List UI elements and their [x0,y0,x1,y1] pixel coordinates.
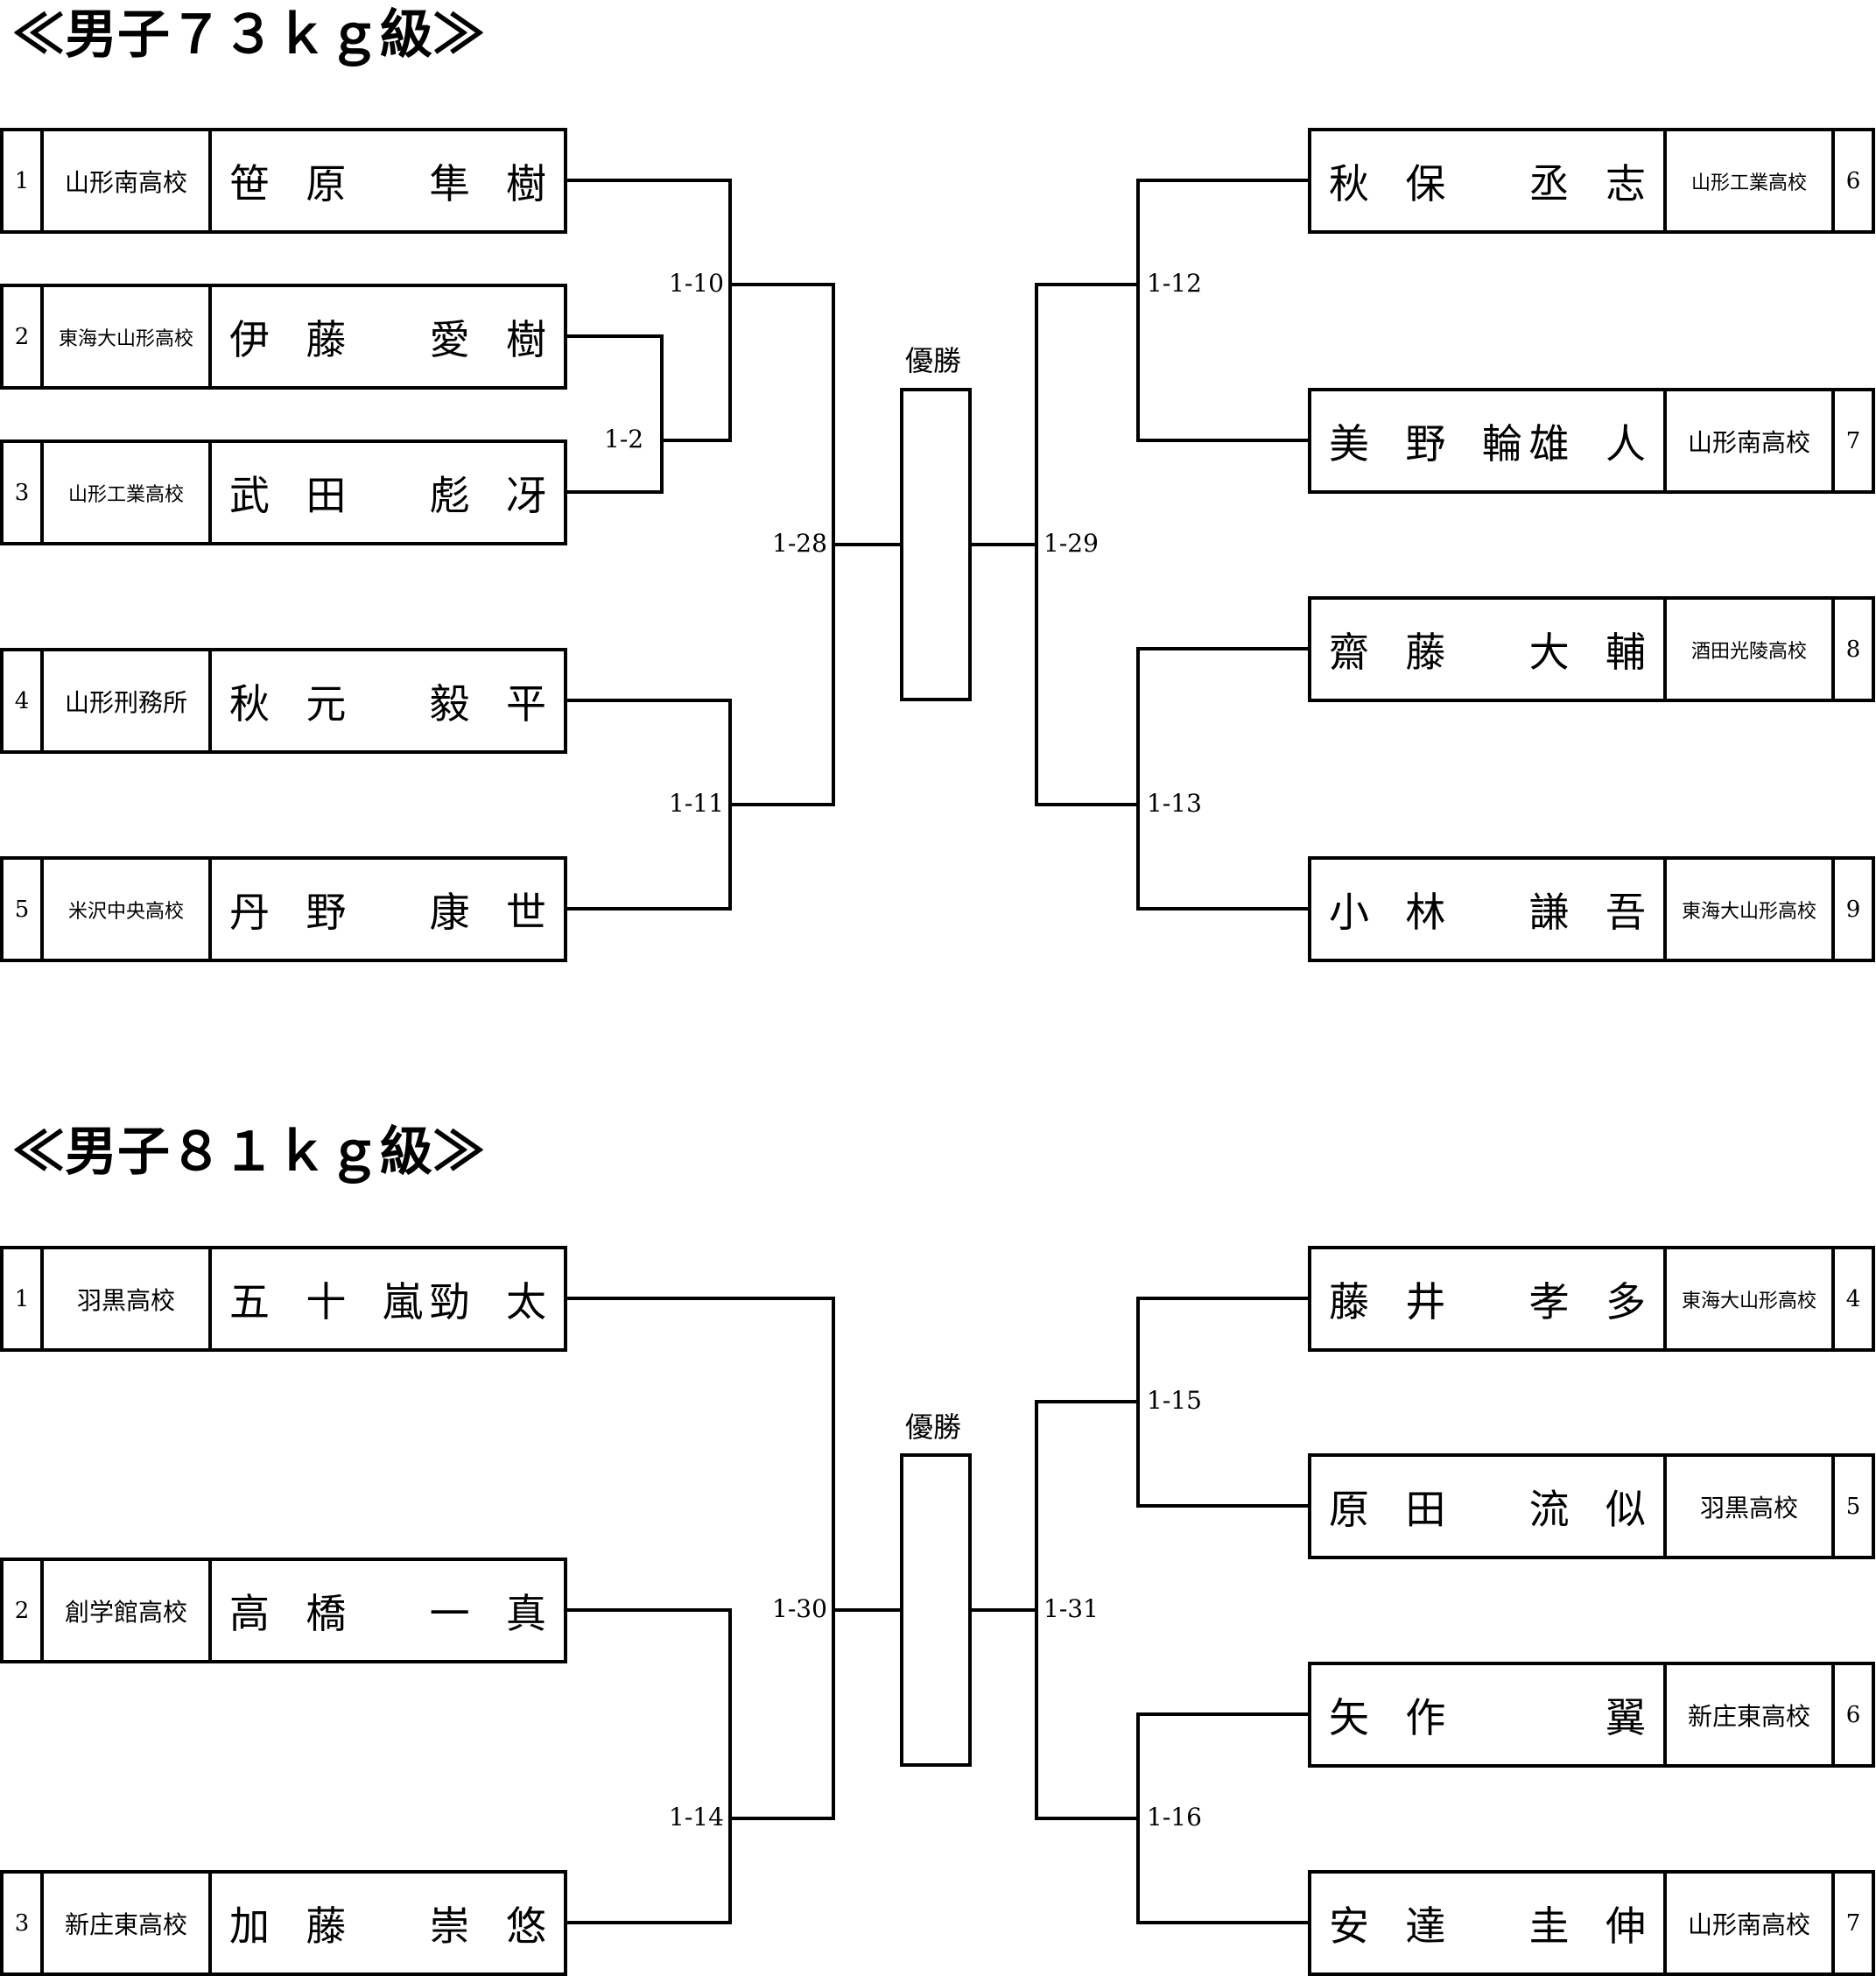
school-name: 山形南高校 [1687,427,1810,457]
entry-right-7: 美野輪雄人 山形南高校 7 [1308,388,1875,494]
line-1-14 [566,1608,732,1924]
line-1-2 [566,334,664,494]
school-name: 山形南高校 [64,167,187,197]
bracket-title-81kg: ≪男子８１ｋｇ級≫ [12,1122,485,1183]
entry-left-1: 1 山形南高校 笹原隼樹 [0,128,567,234]
seed-number: 7 [1845,1909,1861,1937]
match-label: 1-15 [1147,1386,1202,1415]
entry-left-2: 2 創学館高校 高橋一真 [0,1558,567,1663]
athlete-name: 高橋一真 [229,1589,583,1637]
athlete-name: 秋元毅平 [229,679,583,728]
school-name: 東海大山形高校 [1681,1290,1816,1312]
winner-box [900,1453,972,1767]
seed-number: 5 [1845,1493,1861,1520]
entry-right-5: 原田流似 羽黒高校 5 [1308,1453,1875,1559]
school-name: 米沢中央高校 [67,900,184,923]
seed-number: 5 [14,896,30,923]
school-name: 酒田光陵高校 [1690,640,1807,663]
athlete-name: 武田彪冴 [229,471,583,519]
match-label: 1-28 [772,529,827,558]
entry-right-9: 小林謙吾 東海大山形高校 9 [1308,856,1875,962]
line-1-12 [1136,179,1308,442]
winner-box [900,388,972,701]
seed-number: 6 [1845,1701,1861,1728]
entry-right-7: 安達圭伸 山形南高校 7 [1308,1870,1875,1976]
seed-number: 3 [14,479,30,506]
athlete-name: 矢作翼 [1329,1693,1683,1741]
bracket-title-73kg: ≪男子７３ｋｇ級≫ [12,4,485,66]
athlete-name: 五十嵐勁太 [229,1277,583,1326]
entry-left-1: 1 羽黒高校 五十嵐勁太 [0,1246,567,1352]
match-label: 1-12 [1147,269,1202,298]
athlete-name: 藤井孝多 [1329,1277,1683,1326]
school-name: 山形工業高校 [67,483,184,506]
school-name: 東海大山形高校 [1681,900,1816,923]
athlete-name: 小林謙吾 [1329,888,1683,936]
line-1-30 [566,1297,835,1820]
seed-number: 7 [1845,427,1861,454]
athlete-name: 笹原隼樹 [229,159,583,207]
entry-right-6: 秋保丞志 山形工業高校 6 [1308,128,1875,234]
match-label: 1-10 [669,269,724,298]
athlete-name: 齋藤大輔 [1329,628,1683,676]
athlete-name: 安達圭伸 [1329,1902,1683,1950]
seed-number: 4 [14,687,30,714]
seed-number: 4 [1845,1285,1861,1312]
school-name: 新庄東高校 [64,1909,187,1939]
entry-right-6: 矢作翼 新庄東高校 6 [1308,1662,1875,1768]
entry-left-5: 5 米沢中央高校 丹野康世 [0,856,567,962]
athlete-name: 秋保丞志 [1329,159,1683,207]
entry-left-3: 3 山形工業高校 武田彪冴 [0,440,567,545]
school-name: 羽黒高校 [76,1285,175,1315]
entry-right-8: 齋藤大輔 酒田光陵高校 8 [1308,596,1875,702]
seed-number: 1 [14,167,30,194]
match-label: 1-30 [772,1594,827,1623]
entry-left-3: 3 新庄東高校 加藤崇悠 [0,1870,567,1976]
athlete-name: 美野輪雄人 [1329,419,1683,468]
match-label: 1-14 [669,1803,724,1832]
school-name: 山形南高校 [1687,1909,1810,1939]
winner-label: 優勝 [905,1410,962,1444]
athlete-name: 伊藤愛樹 [229,315,583,363]
seed-number: 6 [1845,167,1861,194]
school-name: 山形刑務所 [64,687,187,717]
match-label: 1-31 [1043,1594,1099,1623]
match-label: 1-29 [1043,529,1099,558]
line-1-13 [1136,647,1308,911]
athlete-name: 加藤崇悠 [229,1902,583,1950]
seed-number: 8 [1845,636,1861,663]
school-name: 新庄東高校 [1687,1701,1810,1731]
seed-number: 1 [14,1285,30,1312]
school-name: 羽黒高校 [1699,1493,1798,1522]
match-label: 1-13 [1147,789,1202,818]
entry-left-2: 2 東海大山形高校 伊藤愛樹 [0,284,567,390]
entry-right-4: 藤井孝多 東海大山形高校 4 [1308,1246,1875,1352]
athlete-name: 原田流似 [1329,1485,1683,1533]
line-1-10 [566,179,732,442]
seed-number: 2 [14,323,30,350]
school-name: 山形工業高校 [1690,172,1807,194]
school-name: 創学館高校 [64,1597,187,1627]
match-label: 1-16 [1147,1803,1202,1832]
school-name: 東海大山形高校 [58,327,193,350]
match-label: 1-2 [604,425,644,454]
seed-number: 9 [1845,896,1861,923]
athlete-name: 丹野康世 [229,888,583,936]
seed-number: 2 [14,1597,30,1624]
seed-number: 3 [14,1909,30,1937]
entry-left-4: 4 山形刑務所 秋元毅平 [0,648,567,754]
winner-label: 優勝 [905,344,962,377]
match-label: 1-11 [669,789,724,818]
